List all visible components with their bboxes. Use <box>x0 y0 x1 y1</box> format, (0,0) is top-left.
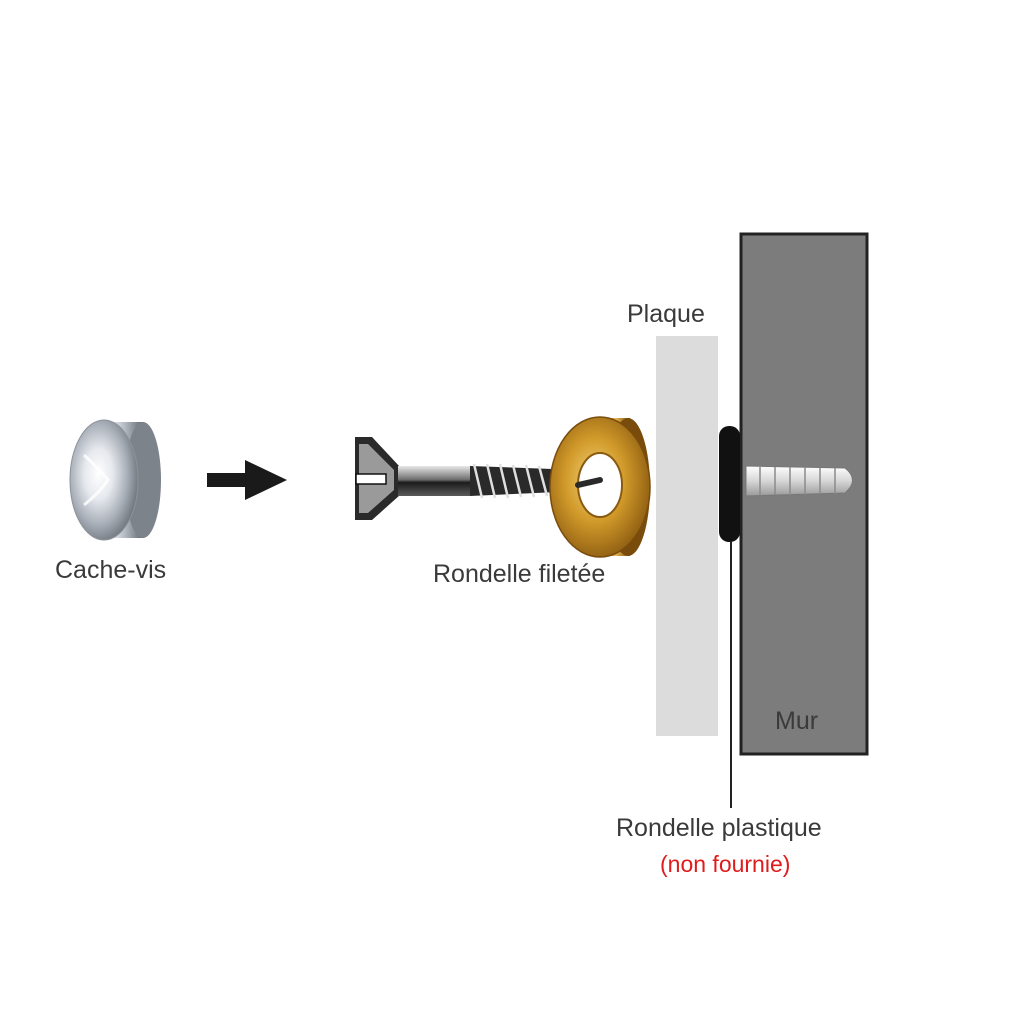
plastic-washer-label: Rondelle plastique <box>612 816 826 841</box>
threaded-washer-icon <box>549 416 651 558</box>
arrow-right-icon <box>207 460 287 500</box>
threaded-washer-label: Rondelle filetée <box>433 560 606 588</box>
wall-label: Mur <box>775 707 819 735</box>
not-supplied-note: (non fournie) <box>660 851 791 877</box>
screw-cap-icon <box>69 419 161 541</box>
cap-label: Cache-vis <box>55 556 167 584</box>
plate-label: Plaque <box>627 300 705 328</box>
plate-panel <box>656 336 718 736</box>
plastic-washer-icon <box>719 426 740 542</box>
wall-plug-icon <box>745 465 853 497</box>
